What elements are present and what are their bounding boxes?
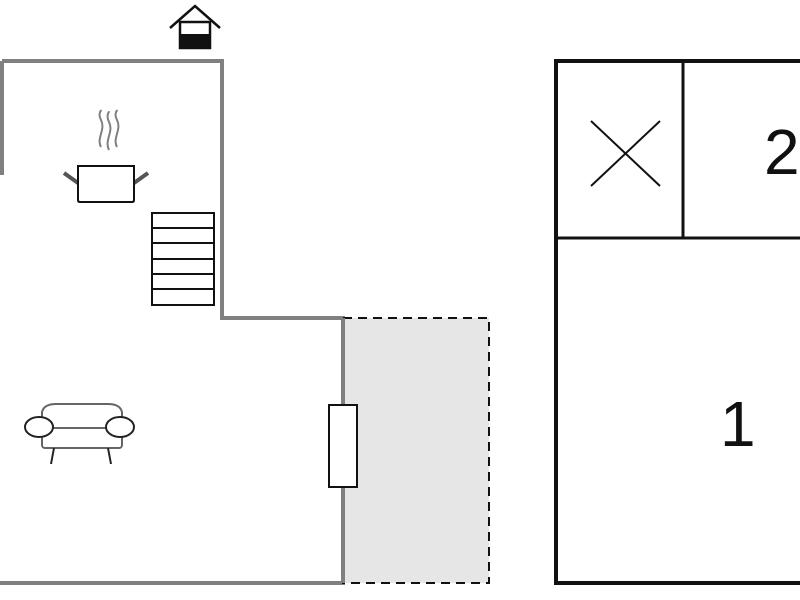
room-2-label: 2: [764, 116, 800, 188]
door-icon: [328, 404, 358, 488]
cross-mark-icon: [590, 120, 661, 187]
staircase-icon: [151, 212, 215, 306]
cooking-pot-icon: [62, 109, 150, 203]
room-1-label: 1: [720, 388, 756, 460]
ground-floor-walls: [0, 59, 345, 585]
sofa-icon: [24, 403, 135, 465]
terrace-area: [342, 317, 490, 584]
upper-floor-walls: [554, 59, 800, 585]
outer-wall: [0, 59, 345, 585]
house-entrance-icon: [169, 4, 221, 50]
